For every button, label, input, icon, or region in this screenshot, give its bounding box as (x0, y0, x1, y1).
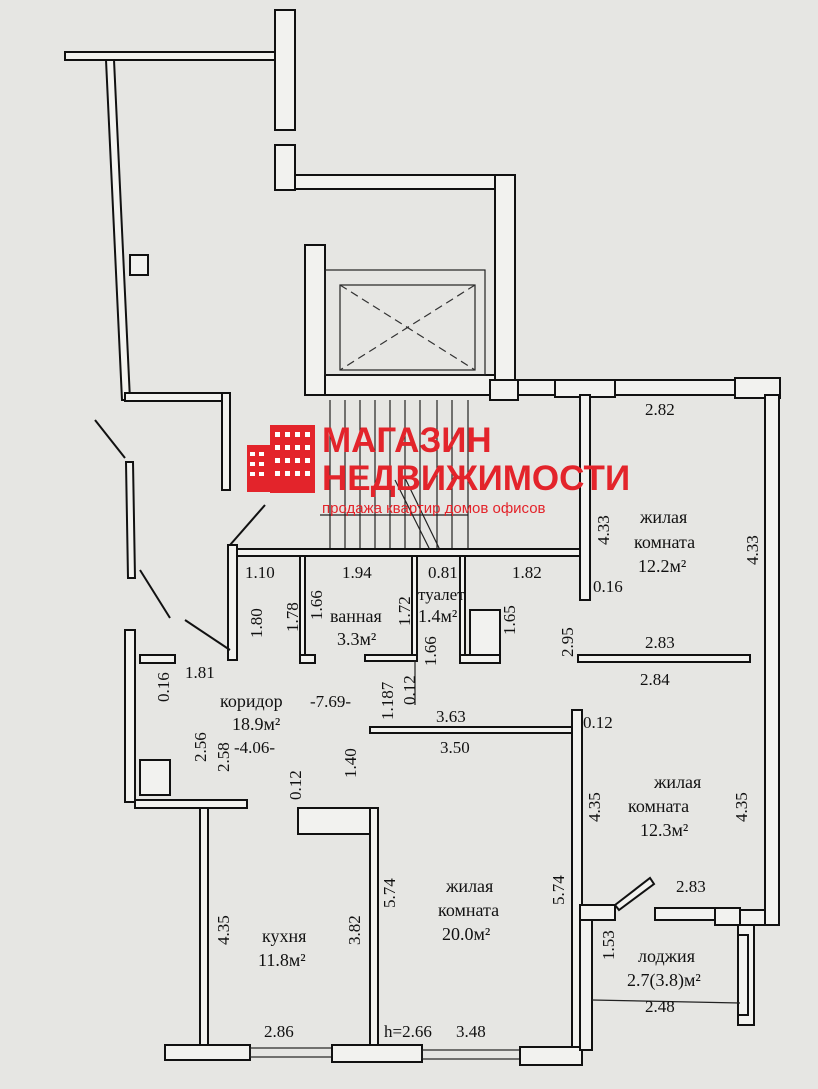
bathroom-area: 3.3м² (337, 629, 376, 649)
dim-label: 1.80 (247, 608, 266, 638)
dim-label: 2.58 (214, 742, 233, 772)
logo-title-line2: НЕДВИЖИМОСТИ (322, 459, 630, 498)
dim-label: 2.83 (676, 877, 706, 896)
dim-label: 0.12 (286, 770, 305, 800)
loggia-area: 2.7(3.8)м² (627, 970, 701, 991)
vertical-dimension-labels: 4.33 4.33 1.80 1.78 1.66 1.72 1.66 1.65 … (154, 515, 762, 960)
bedroom2-label2: комната (628, 796, 689, 816)
bedroom2-label: жилая (653, 772, 701, 792)
bedroom2-area: 12.3м² (640, 820, 688, 840)
loggia-label: лоджия (638, 946, 695, 966)
dim-label: 1.187 (378, 681, 397, 720)
bedroom1-label: жилая (639, 507, 687, 527)
dim-label: 2.84 (640, 670, 670, 689)
dim-label: 0.16 (154, 672, 173, 702)
dimension-labels: 2.82 0.16 1.10 1.94 0.81 1.82 2.83 2.84 … (185, 400, 706, 1041)
dim-label: 0.16 (593, 577, 623, 596)
dim-label: 2.95 (558, 627, 577, 657)
dim-label: 1.53 (599, 930, 618, 960)
room-labels: жилая комната 12.2м² жилая комната 12.3м… (220, 507, 701, 991)
staircase (320, 400, 469, 551)
logo-title-line1: МАГАЗИН (322, 421, 492, 460)
dim-label: 2.86 (264, 1022, 294, 1041)
dim-label: 3.50 (440, 738, 470, 757)
corridor-dim-1: -7.69- (310, 692, 351, 711)
dim-label: 4.35 (214, 915, 233, 945)
bedroom1-area: 12.2м² (638, 556, 686, 576)
dim-label: 0.12 (400, 675, 419, 705)
dim-label: 1.81 (185, 663, 215, 682)
dim-label: 5.74 (549, 875, 568, 905)
dim-label: 3.82 (345, 915, 364, 945)
toilet-area: 1.4м² (418, 606, 457, 626)
dim-label: 4.35 (732, 792, 751, 822)
dim-label: 1.72 (395, 596, 414, 626)
corridor-label: коридор (220, 691, 283, 711)
dim-label: 4.33 (743, 535, 762, 565)
dim-label: 3.63 (436, 707, 466, 726)
corridor-area: 18.9м² (232, 714, 280, 734)
dim-label: 0.81 (428, 563, 458, 582)
dim-label: 1.65 (500, 605, 519, 635)
logo-tagline: продажа квартир домов офисов (322, 500, 546, 517)
dim-label: 2.82 (645, 400, 675, 419)
living-label2: комната (438, 900, 499, 920)
dim-label: 0.12 (583, 713, 613, 732)
agency-logo: МАГАЗИН НЕДВИЖИМОСТИ продажа квартир дом… (247, 421, 630, 517)
dim-label: 4.33 (594, 515, 613, 545)
dim-label: 2.83 (645, 633, 675, 652)
dim-label: 2.48 (645, 997, 675, 1016)
dim-label: 4.35 (585, 792, 604, 822)
living-label: жилая (445, 876, 493, 896)
dim-label: 1.66 (421, 636, 440, 666)
dim-label: h=2.66 (384, 1022, 432, 1041)
building-logo-icon (247, 425, 315, 493)
dim-label: 3.48 (456, 1022, 486, 1041)
dim-label: 1.40 (341, 748, 360, 778)
dim-label: 1.66 (307, 590, 326, 620)
kitchen-area: 11.8м² (258, 950, 306, 970)
dim-label: 2.56 (191, 732, 210, 762)
dim-label: 1.78 (283, 602, 302, 632)
bathroom-label: ванная (330, 606, 382, 626)
dim-label: 1.10 (245, 563, 275, 582)
living-area: 20.0м² (442, 924, 490, 944)
walls (64, 9, 781, 1066)
dim-label: 5.74 (380, 878, 399, 908)
bedroom1-label2: комната (634, 532, 695, 552)
dim-label: 1.94 (342, 563, 372, 582)
toilet-label: туалет (418, 585, 465, 604)
dim-label: 1.82 (512, 563, 542, 582)
corridor-dim-2: -4.06- (234, 738, 275, 757)
kitchen-label: кухня (262, 926, 306, 946)
